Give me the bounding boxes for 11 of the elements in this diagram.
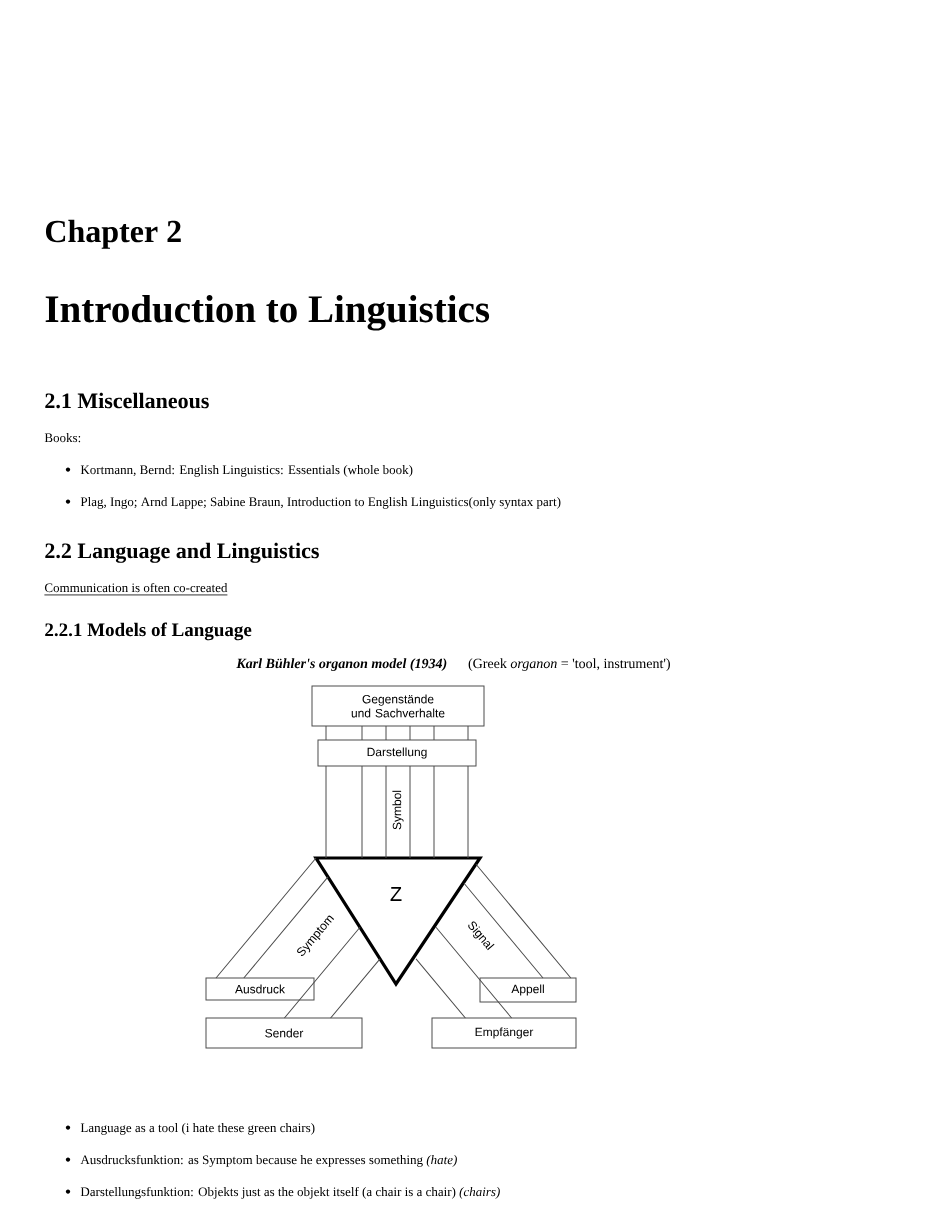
connector — [415, 926, 513, 1019]
chapter-heading: Chapter 2 — [45, 219, 181, 249]
connector — [215, 857, 329, 979]
connector — [325, 725, 469, 741]
connector — [463, 863, 572, 979]
connector — [325, 765, 469, 859]
title: Introduction to Linguistics — [45, 294, 490, 331]
section-heading: 2.1 Miscellaneous — [45, 392, 209, 409]
subsection-heading: 2.2.1 Models of Language — [45, 622, 252, 641]
connector — [283, 926, 381, 1019]
section-heading: 2.2 Language and Linguistics — [45, 542, 319, 563]
